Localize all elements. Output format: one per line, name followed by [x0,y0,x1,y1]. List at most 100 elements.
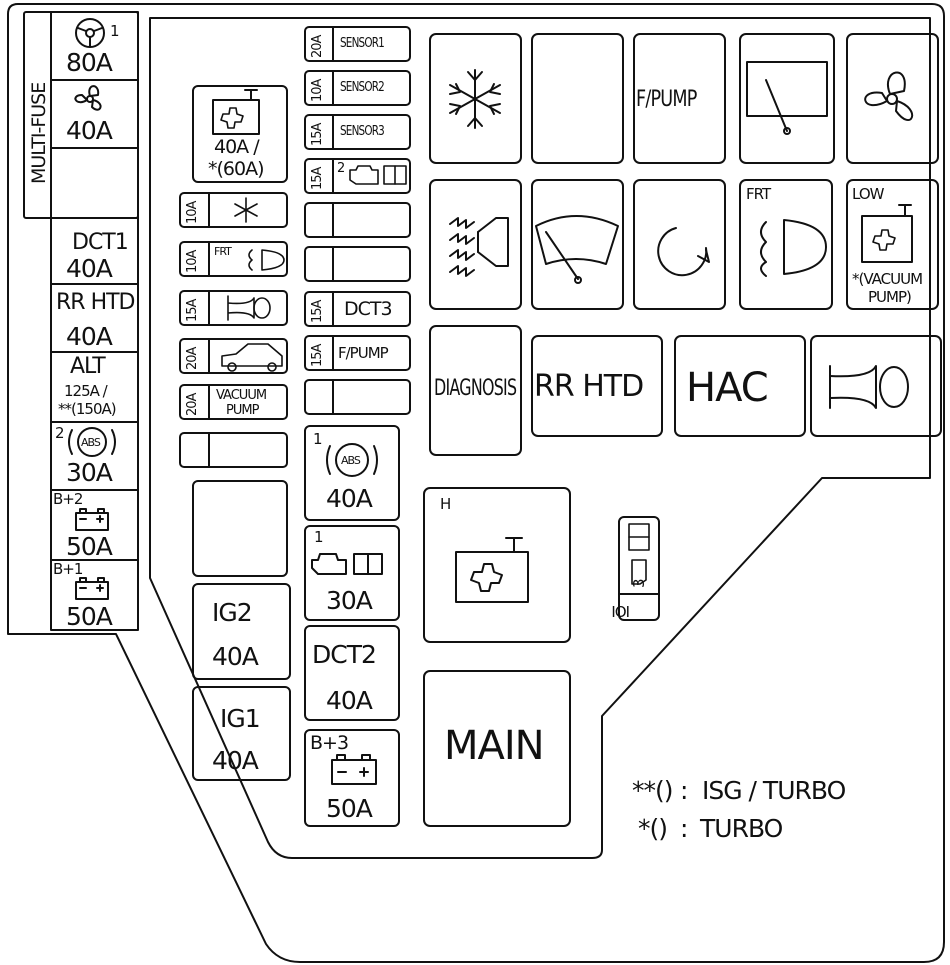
ecu-small-amp: 15A [310,167,325,190]
fpump-small-amp: 15A [310,344,325,367]
dct3-amp: 15A [310,300,325,323]
mf2-amp: 40A [66,116,113,145]
dct1-name: DCT1 [72,230,129,255]
vac-small-amp: 20A [185,393,200,416]
legend-symbol-2: *() [638,814,668,843]
ecu-big-amp: 30A [326,586,373,615]
headlamp-icon [760,219,827,277]
empty-fuse-slot [192,480,288,577]
gauge-icon [746,61,828,135]
ioi-fuse [618,516,660,621]
relay-low [846,179,939,310]
headlamp-icon-small [248,249,285,271]
engine-check-icon-big [311,553,383,575]
housing-outline [7,3,945,963]
abs-big-amp: 40A [326,484,373,513]
legend-sep-1: : [680,776,689,805]
engine-check-icon-small [349,165,407,185]
relay-horn [810,335,942,437]
relay-low-label: LOW [852,185,884,203]
relay-h-label: H [440,495,451,513]
abs-big-note: 1 [313,430,322,448]
b3-fuse [304,729,400,827]
radiator-fan-icon [212,89,260,135]
relay-rr-htd-label: RR HTD [534,369,644,404]
cool-fan-amp: 40A / [214,136,260,158]
relay-rotate [633,179,726,310]
ig1-amp: 40A [212,746,259,775]
small-fuse-frames [179,192,288,468]
relay-rr-htd [531,335,663,437]
cool-fan-fuse [192,85,288,183]
battery-icon-b3 [331,754,377,785]
b3-amp: 50A [326,794,373,823]
frt-small-label: FRT [214,245,232,258]
horn-icon [829,365,909,409]
relay-hac [674,335,806,437]
relay-diagnosis-label: DIAGNOSIS [434,376,517,401]
relay-fpump-label: F/PUMP [636,87,697,112]
inner-cavity [149,17,931,859]
relay-low-note2: PUMP) [868,288,912,306]
door-small-amp: 20A [185,347,200,370]
abs-mf-icon-text: ABS [81,436,101,449]
engine-book-icon-ioi [628,523,650,585]
wiper-icon [535,215,619,284]
legend-sep-2: : [680,814,689,843]
mf1-note: 1 [110,22,119,40]
main-label: MAIN [444,723,545,769]
snowflake-icon [449,69,501,129]
dct2-amp: 40A [326,686,373,715]
fan-icon-large [864,71,914,121]
main-fuse [423,670,571,827]
relay-h [423,487,571,643]
ac-small-amp: 10A [185,201,200,224]
rotate-icon [657,227,710,277]
relay-empty [531,33,624,164]
abs-big-icon-text: ABS [341,454,361,467]
alt-amp-alt: **(150A) [58,400,117,418]
mf1-amp: 80A [66,48,113,77]
relay-fpump [633,33,726,164]
legend-text-2: TURBO [700,814,783,843]
sensor2-label: SENSOR2 [340,80,385,95]
frt-small-amp: 10A [185,250,200,273]
steering-wheel-icon [75,18,105,48]
cool-fan-amp-alt: *(60A) [208,158,264,180]
legend-text-1: ISG / TURBO [702,776,846,805]
radiator-fan-icon-relay [861,204,913,263]
abs-mf-note: 2 [55,424,64,442]
relay-gauge [739,33,835,164]
fan-icon [74,85,102,111]
ioi-note: 3 [630,579,648,588]
b3-name: B+3 [310,732,349,754]
rrhtd-mf-name: RR HTD [56,290,135,315]
relay-frt [739,179,833,310]
b2-name: B+2 [53,490,83,508]
snowflake-icon-small [234,197,258,223]
battery-icon-b1 [75,577,109,600]
relay-hac-label: HAC [686,365,769,411]
relay-ac [429,33,522,164]
ecu-big-note: 1 [314,528,323,546]
vac-small-label: VACUUM [216,388,267,403]
relay-diagnosis [429,325,522,456]
abs-icon [68,427,116,457]
abs-icon-big [326,443,378,477]
dct2-name: DCT2 [312,640,377,669]
relay-defog [429,179,522,310]
ig1-fuse [192,686,291,781]
ioi-label: IOI [612,602,630,620]
multi-fuse-title: MULTI-FUSE [28,82,50,184]
dct1-amp: 40A [66,254,113,283]
abs-big-fuse [304,425,400,521]
ig2-amp: 40A [212,642,259,671]
battery-icon-b2 [75,508,109,531]
dct3-label: DCT3 [344,298,393,320]
dct2-fuse [304,625,400,721]
ig2-fuse [192,583,291,680]
relay-low-note: *(VACUUM [852,270,923,288]
ig1-name: IG1 [220,704,261,733]
sensor3-amp: 15A [310,123,325,146]
legend-symbol-1: **() [632,776,674,805]
